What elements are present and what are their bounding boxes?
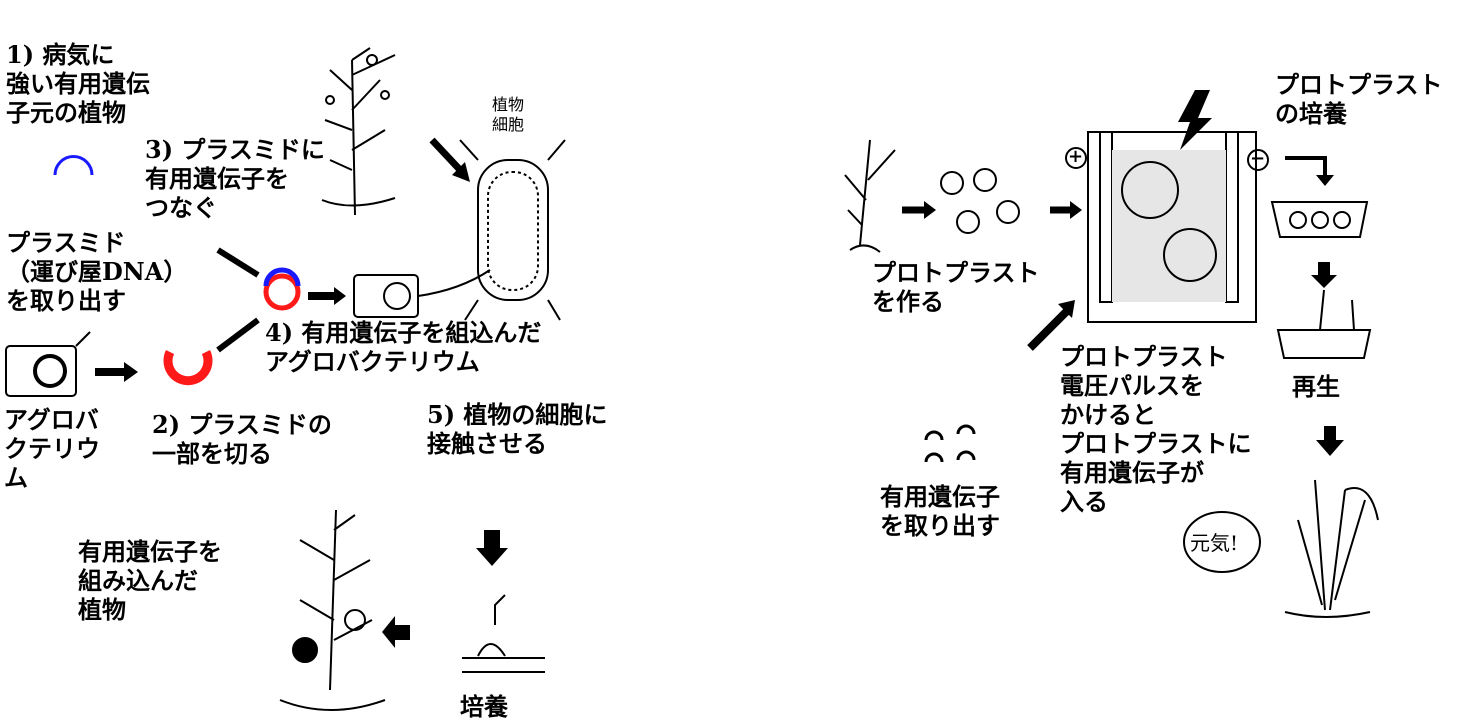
electroporation-chamber-icon (1065, 131, 1269, 323)
step4-label: 4) 有用遺伝子を組込んだ アグロバクテリウム (265, 318, 542, 376)
disease-resistant-plant-icon (321, 47, 396, 216)
plasmid-fragment-blue-icon (53, 155, 94, 176)
minus-electrode-label: − (1250, 148, 1266, 169)
cut-plasmid-icon (163, 350, 213, 386)
step1-label: 1) 病気に 強い有用遺伝 子元の植物 (6, 40, 150, 127)
transgenic-plant-label: 有用遺伝子を 組み込んだ 植物 (78, 537, 222, 624)
protoplast-culture-label: プロトプラスト の培養 (1275, 70, 1443, 128)
plant-cell-icon (459, 139, 566, 321)
arrow-up-icon (1027, 307, 1071, 351)
regeneration-dish-icon (1276, 289, 1372, 359)
genki-label: 元気! (1190, 531, 1239, 555)
lightning-icon (1178, 90, 1212, 150)
protoplasts-icon (940, 168, 1020, 234)
pulse-label: プロトプラスト 電圧パルスを かけると プロトプラストに 有用遺伝子が 入る (1060, 342, 1252, 516)
step3-label: 3) プラスミドに 有用遺伝子を つなぐ (145, 135, 325, 222)
extract-gene-label: 有用遺伝子 を取り出す (880, 482, 1000, 540)
protoplast-culture-dish-icon (1270, 201, 1369, 238)
arrow-left-icon (382, 616, 410, 648)
recombinant-plasmid-icon (263, 273, 301, 311)
agrobacterium-label: アグロバ クテリウ ム (4, 405, 100, 492)
rice-plant-icon (844, 139, 896, 253)
regeneration-label: 再生 (1292, 372, 1340, 401)
arrow-down-icon (1316, 426, 1344, 456)
step5-label: 5) 植物の細胞に 接触させる (427, 400, 608, 458)
transgenic-plant-icon (279, 509, 386, 711)
arrow-down-icon (1316, 175, 1334, 186)
arrow-down-icon (1311, 262, 1337, 288)
plus-electrode-label: + (1068, 146, 1084, 167)
plasmid-label: プラスミド （運び屋DNA） を取り出す (6, 228, 188, 315)
gene-fragments-icon (924, 424, 976, 463)
step2-label: 2) プラスミドの 一部を切る (152, 410, 332, 468)
recombinant-agrobacterium-icon (353, 269, 491, 318)
speech-bubble-icon (1183, 511, 1261, 573)
mature-rice-plant-icon (1284, 479, 1379, 618)
agrobacterium-icon (5, 331, 91, 397)
arrow-to-cell-icon (429, 137, 465, 175)
culture-label: 培養 (460, 692, 508, 721)
culture-dish-icon (462, 594, 545, 673)
arrow-down-icon (476, 530, 508, 566)
make-protoplast-label: プロトプラスト を作る (872, 258, 1040, 316)
plant-cell-label: 植物 細胞 (492, 95, 525, 134)
